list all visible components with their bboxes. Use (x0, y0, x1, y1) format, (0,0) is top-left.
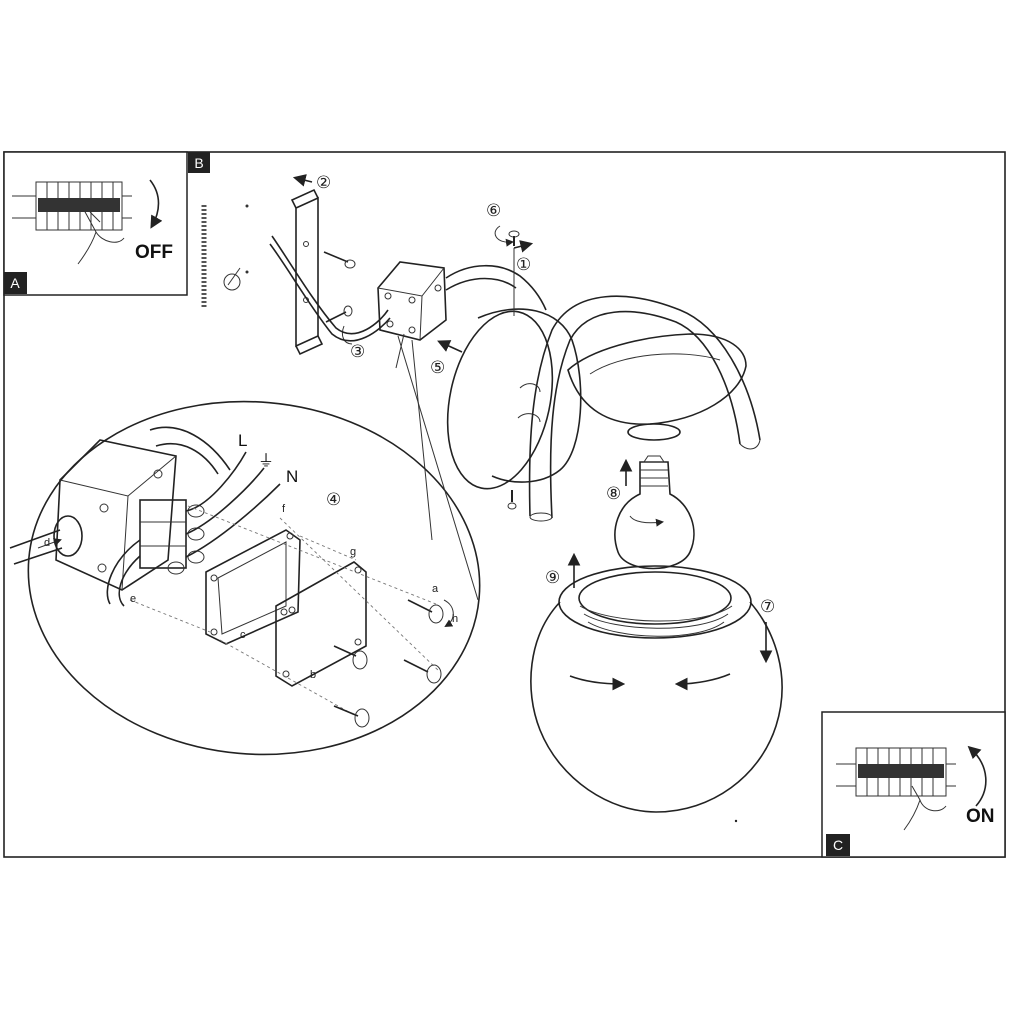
switch-off-arrow-icon (149, 179, 163, 229)
screw-icon (323, 251, 356, 323)
mounting-bracket (290, 188, 324, 356)
arrow-step-5 (437, 340, 463, 353)
breaker-icon (12, 181, 132, 231)
panel-b-label-box (188, 152, 210, 173)
step-7: ⑦ (760, 597, 775, 617)
screw-icon (333, 599, 444, 728)
panel-c: C ON (821, 711, 1006, 858)
part-h: h (452, 613, 458, 625)
switch-on-arrow-icon (967, 745, 987, 807)
top-screw-icon (508, 230, 520, 246)
part-d: d (44, 537, 50, 549)
part-f: f (282, 503, 286, 515)
rotate-arrow-right (674, 673, 731, 691)
wall-canopy (446, 308, 582, 490)
breaker-icon (836, 747, 956, 797)
arrow-step-3 (341, 325, 353, 345)
main-frame (3, 151, 1006, 858)
step-5: ⑤ (430, 358, 445, 378)
hand-icon (77, 209, 125, 265)
junction-box (377, 261, 447, 341)
bottom-screw-icon (507, 490, 517, 510)
hand-icon (903, 785, 947, 831)
on-label: ON (966, 806, 995, 827)
step-8: ⑧ (606, 484, 621, 504)
cable-arrow-d (37, 538, 62, 549)
panel-a-label-box (4, 272, 27, 294)
panel-c-label-box (826, 834, 850, 856)
cover-plate (275, 561, 367, 687)
arrow-step-1 (513, 240, 534, 253)
part-a: a (432, 583, 439, 595)
step-1: ① (516, 255, 531, 275)
step-9: ⑨ (545, 568, 560, 588)
part-c: c (240, 629, 246, 641)
wiring-detail: L ⏚ N ④ (9, 335, 481, 756)
step-4: ④ (326, 490, 341, 510)
panel-b-label: B (194, 155, 203, 171)
bulb-icon (614, 455, 695, 570)
label-live: L (238, 431, 247, 450)
panel-a: A OFF (3, 151, 188, 296)
gasket-frame (205, 529, 301, 645)
rotate-arrow-left (569, 675, 626, 691)
step-6: ⑥ (486, 201, 501, 221)
rotate-arrow-h (443, 599, 454, 628)
earth-icon: ⏚ (258, 452, 274, 470)
glass-globe (530, 565, 783, 813)
wall-icon (201, 204, 249, 308)
step-3: ③ (350, 342, 365, 362)
arrow-step-8 (629, 515, 664, 527)
lamp-arm (528, 295, 761, 522)
label-neutral: N (286, 467, 298, 486)
panel-c-label: C (833, 837, 843, 853)
lamp-cap (567, 333, 747, 441)
arrow-step-2 (292, 174, 313, 187)
part-b: b (310, 669, 316, 681)
off-label: OFF (135, 242, 173, 263)
part-g: g (350, 546, 356, 558)
arrow-step-6 (494, 225, 514, 247)
panel-a-label: A (10, 275, 20, 291)
step-2: ② (316, 173, 331, 193)
cable (271, 235, 389, 335)
part-e: e (130, 593, 136, 605)
